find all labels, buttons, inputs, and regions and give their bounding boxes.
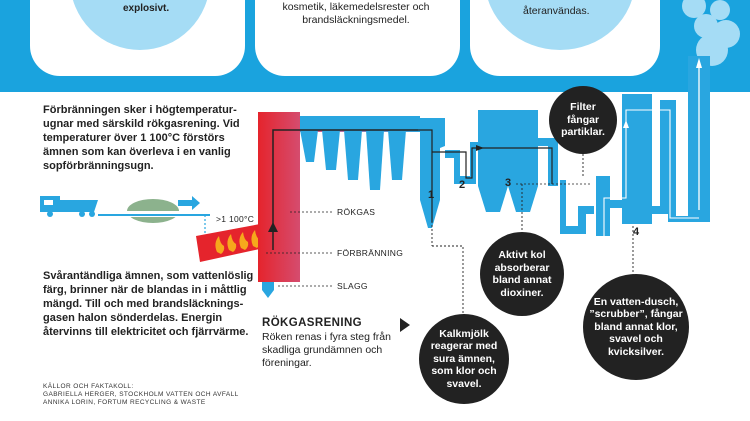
up-arrow	[268, 222, 278, 232]
filter-hopper-right	[508, 186, 538, 212]
step-4-number: 4	[633, 226, 640, 238]
slagg-label: SLAGG	[337, 281, 368, 291]
rokgas-label: RÖKGAS	[337, 207, 376, 217]
top-center-text: kosmetik, läkemedelsrester och brandsläc…	[282, 1, 430, 26]
truck-icon	[40, 196, 98, 217]
top-card-right: återanvändas.	[470, 0, 660, 76]
intro-paragraph: Förbränningen sker i högtemperatur-ugnar…	[43, 104, 240, 172]
duct-2-3	[538, 138, 558, 186]
temperature-label: >1 100°C	[216, 214, 255, 224]
carbon-duct	[560, 180, 594, 234]
step-3-number: 3	[505, 177, 512, 189]
sources-line1: KÄLLOR OCH FAKTAKOLL:	[43, 383, 134, 390]
callout-filter: Filter fångar partiklar.	[549, 86, 617, 154]
scrubber-tower-a	[596, 176, 610, 236]
play-triangle-icon	[400, 318, 410, 332]
top-left-text: explosivt.	[123, 3, 170, 14]
top-right-text: återanvändas.	[523, 5, 590, 17]
step-2-number: 2	[459, 179, 466, 191]
stage2-arrow	[476, 145, 484, 151]
cleaning-text: Röken renas i fyra steg från skadliga gr…	[262, 331, 391, 369]
stage1-flow	[418, 129, 433, 222]
forbranning-label: FÖRBRÄNNING	[337, 248, 404, 258]
flue-flow-line	[272, 129, 418, 250]
step-1-number: 1	[428, 189, 435, 201]
kalk-pointer	[432, 245, 464, 316]
feed-arrow	[178, 196, 200, 210]
left-paragraph: Svårantändliga ämnen, som vattenlöslig f…	[43, 270, 254, 338]
callout-scrubber-text: En vatten-dusch, ”scrubber”, fångar blan…	[589, 295, 683, 358]
top-card-left: explosivt.	[30, 0, 245, 76]
slag-arrow	[262, 290, 274, 298]
callout-kalk-text: Kalkmjölk reagerar med sura ämnen, som k…	[430, 327, 498, 390]
cleaning-title: RÖKGASRENING	[262, 317, 363, 329]
slag-outlet	[262, 282, 274, 290]
chimney-arrow	[696, 58, 702, 68]
sources-line2: GABRIELLA HERGER, STOCKHOLM VATTEN OCH A…	[43, 391, 239, 398]
sources-line3: ANNIKA LORIN, FORTUM RECYCLING & WASTE	[43, 399, 206, 406]
callout-kol-text: Aktivt kol absorberar bland annat dioxin…	[492, 249, 552, 299]
stage4-flow	[603, 109, 699, 236]
stage4-arrow	[623, 120, 629, 128]
callout-kol: Aktivt kol absorberar bland annat dioxin…	[480, 232, 564, 316]
flue-duct-top	[300, 116, 420, 130]
filter-hopper-left	[478, 186, 508, 212]
callout-filter-text: Filter fångar partiklar.	[561, 101, 605, 139]
furnace-chamber	[258, 112, 420, 282]
callout-scrubber: En vatten-dusch, ”scrubber”, fångar blan…	[583, 274, 689, 380]
stage3-flow	[520, 147, 553, 184]
callout-kalk: Kalkmjölk reagerar med sura ämnen, som k…	[419, 314, 509, 404]
top-card-center: kosmetik, läkemedelsrester och brandsläc…	[255, 0, 460, 76]
scrubber-tower-b	[622, 94, 652, 224]
boiler-tubes	[300, 130, 406, 190]
